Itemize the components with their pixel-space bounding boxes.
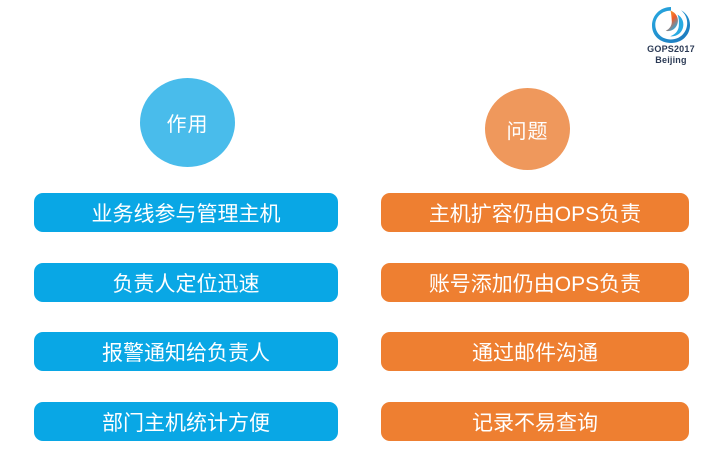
problem-item-4: 记录不易查询 — [381, 402, 689, 441]
logo-title: GOPS2017 — [647, 44, 695, 54]
gops-logo: GOPS2017 Beijing — [634, 6, 708, 67]
benefits-header-bubble: 作用 — [140, 78, 235, 167]
benefits-header-label: 作用 — [166, 114, 209, 136]
problem-item-1: 主机扩容仍由OPS负责 — [381, 193, 689, 232]
benefit-item-1: 业务线参与管理主机 — [34, 193, 338, 232]
problem-item-3: 通过邮件沟通 — [381, 332, 689, 371]
problems-header-bubble: 问题 — [485, 88, 570, 170]
problems-header-label: 问题 — [506, 120, 549, 143]
benefit-item-2: 负责人定位迅速 — [34, 263, 338, 302]
gops-swirl-icon — [634, 6, 708, 44]
benefit-item-4: 部门主机统计方便 — [34, 402, 338, 441]
problem-item-2: 账号添加仍由OPS负责 — [381, 263, 689, 302]
logo-subtitle: Beijing — [655, 55, 687, 66]
benefit-item-3: 报警通知给负责人 — [34, 332, 338, 371]
